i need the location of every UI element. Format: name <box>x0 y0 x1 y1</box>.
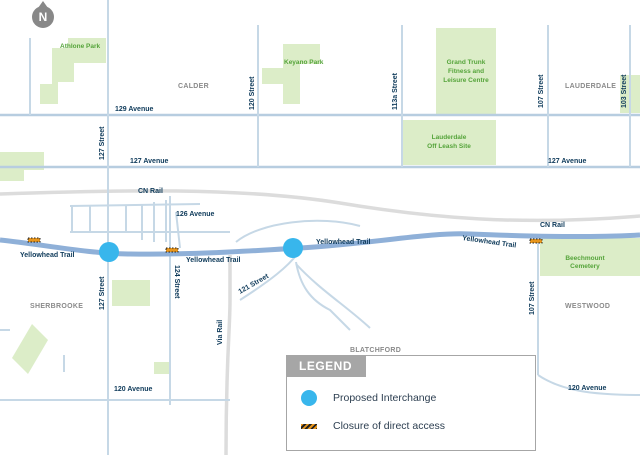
legend-row-closure: Closure of direct access <box>301 420 445 432</box>
lauderdale-off-leash <box>402 120 496 165</box>
sherbrooke-park-c <box>154 362 169 374</box>
north-arrow-icon: N <box>32 6 54 28</box>
label-129-avenue: 129 Avenue <box>115 106 153 113</box>
north-arrow-tip <box>38 1 48 8</box>
park-label-grand-trunk-2: Fitness and <box>448 68 484 75</box>
interchange-121-street <box>283 238 303 258</box>
label-120-street: 120 Street <box>249 76 256 110</box>
label-cn-rail-east: CN Rail <box>540 222 565 229</box>
park-label-athlone: Athlone Park <box>60 43 100 50</box>
hood-lauderdale: LAUDERDALE <box>565 83 616 90</box>
legend-interchange-label: Proposed Interchange <box>333 392 437 404</box>
closure-west <box>27 237 41 243</box>
label-yellowhead-west: Yellowhead Trail <box>20 252 75 259</box>
legend: LEGEND Proposed Interchange Closure of d… <box>285 354 536 451</box>
interchange-dot-icon <box>301 390 317 406</box>
closures <box>27 237 543 253</box>
hood-sherbrooke: SHERBROOKE <box>30 303 83 310</box>
park-label-beechmount-2: Cemetery <box>570 263 600 270</box>
keyano-park <box>262 44 320 104</box>
label-127-avenue-west: 127 Avenue <box>130 158 168 165</box>
legend-row-interchange: Proposed Interchange <box>301 390 436 406</box>
park-label-beechmount-1: Beechmount <box>565 255 605 262</box>
label-127-avenue-east: 127 Avenue <box>548 158 586 165</box>
label-via-rail: Via Rail <box>217 320 224 345</box>
athlone-park <box>40 38 106 104</box>
legend-title: LEGEND <box>285 354 366 377</box>
interchange-127-street <box>99 242 119 262</box>
label-107-street-north: 107 Street <box>538 74 545 108</box>
beechmount-cemetery <box>540 238 640 276</box>
label-121-street: 121 Street <box>238 273 271 296</box>
park-label-lauderdale-1: Lauderdale <box>432 134 467 141</box>
closure-124-st <box>165 247 179 253</box>
hood-blatchford: BLATCHFORD <box>350 347 401 354</box>
label-cn-rail-west: CN Rail <box>138 188 163 195</box>
label-127-street-north: 127 Street <box>99 126 106 160</box>
park-label-grand-trunk-3: Leisure Centre <box>443 77 489 84</box>
sherbrooke-park-a <box>112 280 150 306</box>
label-127-street-south: 127 Street <box>99 276 106 310</box>
hood-calder: CALDER <box>178 83 209 90</box>
label-yellowhead-central: Yellowhead Trail <box>316 239 371 246</box>
label-103-street: 103 Street <box>621 74 628 108</box>
grand-trunk-park <box>436 28 496 116</box>
hood-westwood: WESTWOOD <box>565 303 610 310</box>
closure-hatch-icon <box>301 423 317 429</box>
label-113a-street: 113a Street <box>392 72 399 110</box>
label-120-avenue-west: 120 Avenue <box>114 386 152 393</box>
label-126-avenue: 126 Avenue <box>176 211 214 218</box>
label-yellowhead-124: Yellowhead Trail <box>186 257 241 264</box>
label-120-avenue-east: 120 Avenue <box>568 385 606 392</box>
via-rail-line <box>224 255 232 455</box>
park-label-lauderdale-2: Off Leash Site <box>427 143 471 150</box>
cn-rail-line <box>0 189 640 223</box>
sherbrooke-park-b <box>12 324 48 374</box>
legend-closure-label: Closure of direct access <box>333 420 446 432</box>
label-107-street-south: 107 Street <box>529 281 536 315</box>
label-124-street: 124 Street <box>173 265 180 299</box>
park-label-keyano: Keyano Park <box>284 59 324 66</box>
park-label-grand-trunk-1: Grand Trunk <box>447 59 486 66</box>
parks <box>0 28 640 374</box>
closure-107-st <box>529 238 543 244</box>
